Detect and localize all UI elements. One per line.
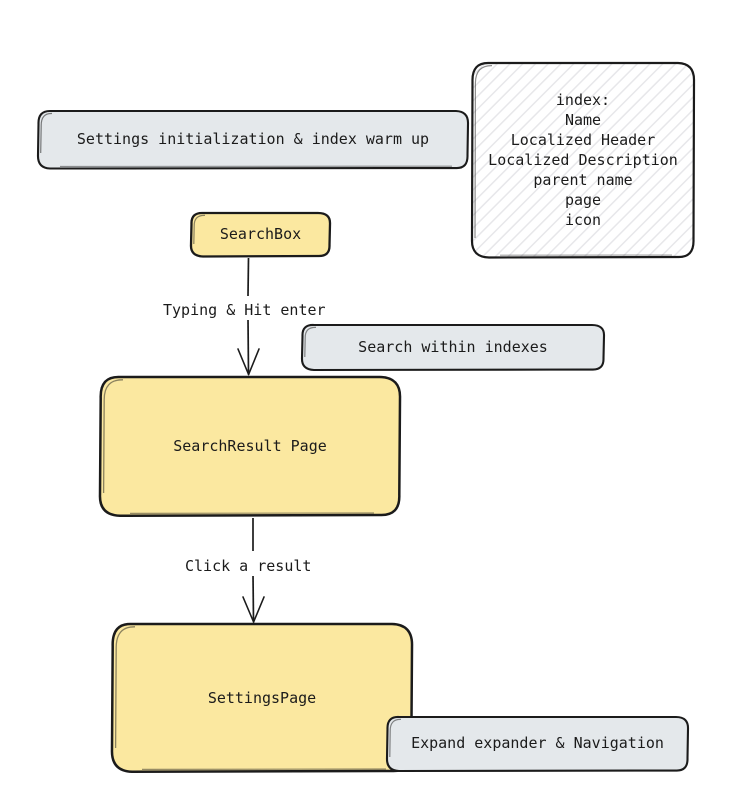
node-index-note[interactable]: [470, 61, 696, 259]
node-settings-init-note[interactable]: [36, 109, 470, 170]
node-search-within-indexes-note[interactable]: [300, 323, 606, 372]
node-searchresult-page[interactable]: [98, 375, 402, 518]
edge-searchresult-to-settingspage: [242, 518, 265, 623]
node-expand-expander-note[interactable]: [385, 715, 690, 773]
node-searchbox[interactable]: [189, 211, 332, 258]
edge-searchbox-to-searchresult: [237, 257, 260, 376]
node-settings-page[interactable]: [110, 622, 414, 774]
